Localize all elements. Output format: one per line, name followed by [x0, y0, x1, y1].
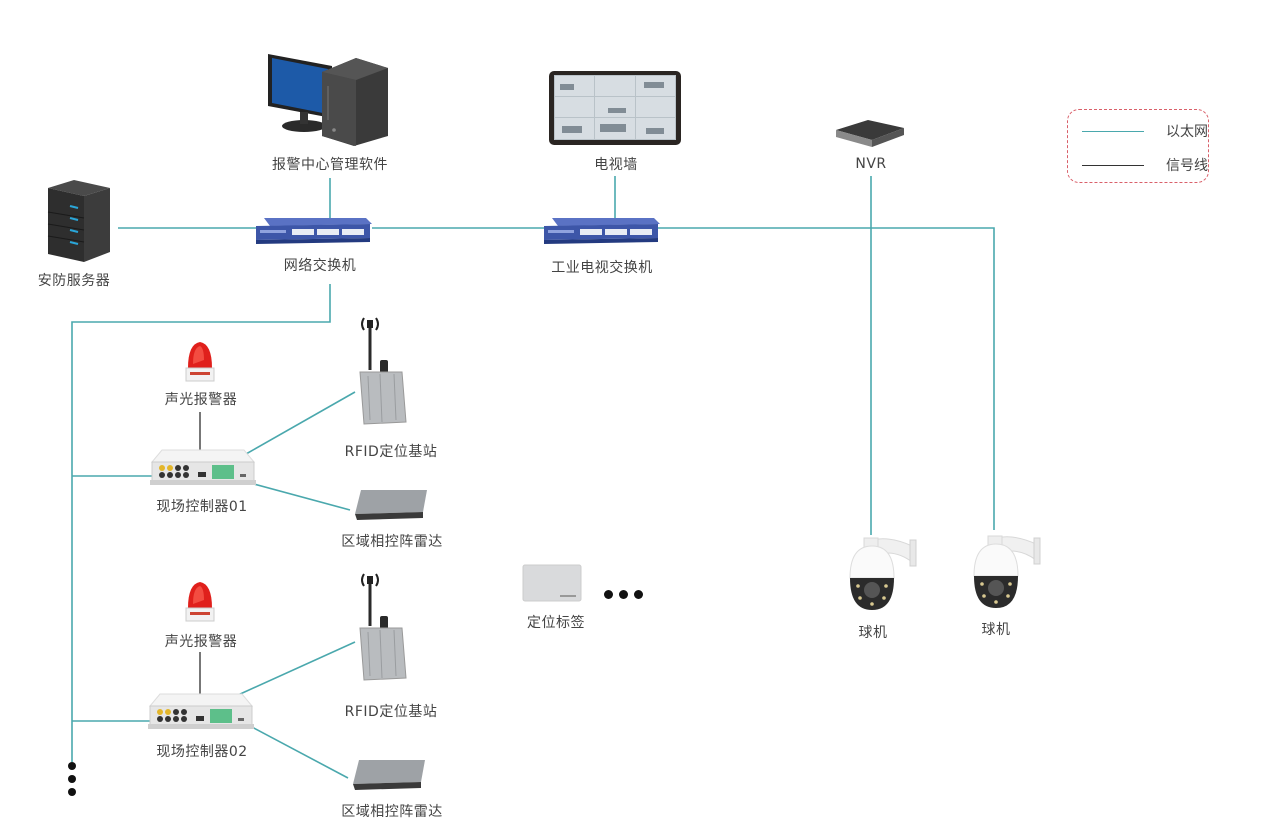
more-tags-ellipsis-icon	[604, 590, 643, 599]
tv-wall-monitor-icon	[549, 71, 681, 145]
alarm-light-label: 声光报警器	[164, 634, 238, 650]
industrial-tv-switch-label: 工业电视交换机	[551, 260, 653, 276]
legend-item-ethernet: 以太网	[1082, 121, 1208, 141]
nvr-label: NVR	[855, 156, 887, 172]
camera-label: 球机	[858, 625, 888, 641]
legend: 以太网 信号线	[1067, 109, 1209, 183]
camera-label: 球机	[981, 622, 1011, 638]
rfid-station-label: RFID定位基站	[344, 444, 438, 460]
alarm-light-label: 声光报警器	[164, 392, 238, 408]
security-server-label: 安防服务器	[37, 273, 111, 289]
link-controller01-to-radar	[253, 483, 351, 511]
dome-camera-icon	[973, 535, 1041, 608]
controller-label: 现场控制器01	[156, 499, 248, 515]
network-switch-icon	[256, 218, 372, 244]
network-switch-icon	[544, 218, 660, 244]
ethernet-line-swatch	[1082, 130, 1144, 132]
signal-line-swatch	[1082, 164, 1144, 166]
alarm-light-icon	[185, 582, 215, 622]
phased-array-radar-icon	[353, 760, 425, 790]
legend-item-signal: 信号线	[1082, 155, 1208, 175]
desktop-computer-icon	[268, 54, 388, 146]
location-tag-card-icon	[522, 564, 582, 602]
network-switch-label: 网络交换机	[283, 258, 357, 274]
legend-label: 信号线	[1166, 158, 1208, 174]
nvr-recorder-icon	[836, 120, 904, 147]
link-industrial-switch-to-camera2	[656, 227, 995, 530]
field-controller-icon	[150, 449, 256, 485]
field-controller-icon	[148, 693, 254, 729]
link-controller02-to-rfid	[237, 641, 356, 696]
legend-label: 以太网	[1166, 124, 1208, 140]
link-switch-to-field-bus	[71, 284, 331, 762]
phased-array-radar-icon	[355, 490, 427, 520]
dome-camera-icon	[849, 537, 917, 610]
rfid-base-station-icon	[359, 317, 407, 425]
location-tag-label: 定位标签	[527, 615, 585, 631]
rfid-station-label: RFID定位基站	[344, 704, 438, 720]
tv-wall-label: 电视墙	[594, 157, 638, 173]
alarm-light-icon	[185, 342, 215, 382]
link-controller02-to-radar	[249, 725, 349, 779]
more-controllers-ellipsis-icon	[68, 762, 76, 796]
rfid-base-station-icon	[359, 573, 407, 681]
alarm-center-label: 报警中心管理软件	[272, 157, 388, 173]
radar-label: 区域相控阵雷达	[341, 534, 443, 550]
server-tower-icon	[47, 180, 110, 262]
link-controller01-to-rfid	[245, 391, 356, 455]
controller-label: 现场控制器02	[156, 744, 248, 760]
radar-label: 区域相控阵雷达	[341, 804, 443, 820]
